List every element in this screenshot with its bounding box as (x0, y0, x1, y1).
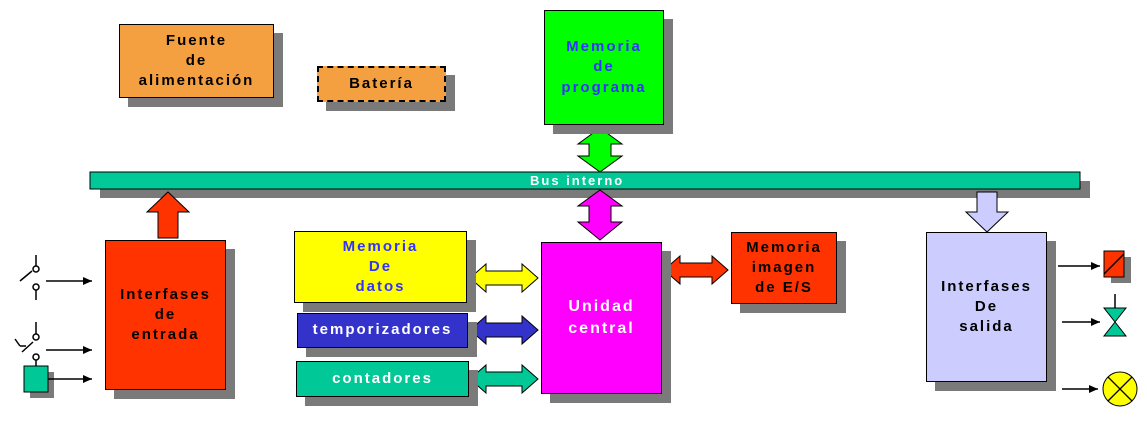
unidad-central-label: Unidad central (568, 298, 635, 337)
fuente-alimentacion-label: Fuente de alimentación (138, 31, 255, 90)
memoria-programa-label: Memoria de programa (561, 38, 647, 96)
valve-icon (1102, 294, 1128, 337)
lamp-icon (1102, 371, 1138, 407)
interfases-entrada: Interfases de entrada (105, 240, 226, 390)
temporizadores: temporizadores (297, 313, 468, 348)
memoria-imagen-es-label: Memoria imagen de E/S (746, 238, 822, 297)
memoria-datos: Memoria De datos (294, 231, 467, 303)
switch-icon (19, 255, 40, 300)
interfases-entrada-label: Interfases de entrada (120, 285, 211, 344)
bus-output-arrow (964, 191, 1010, 233)
interfases-salida: Interfases De salida (926, 232, 1047, 382)
memoria-datos-label: Memoria De datos (342, 237, 419, 296)
sensor-icon (23, 365, 49, 393)
bateria-label: Batería (349, 74, 414, 92)
bateria: Batería (317, 66, 446, 102)
io-image-arrow (663, 254, 729, 286)
relay-coil-icon (1103, 250, 1125, 278)
program-memory-bus-arrow (576, 127, 624, 173)
counters-arrow (469, 363, 539, 395)
interfases-salida-label: Interfases De salida (941, 277, 1032, 336)
memoria-imagen-es: Memoria imagen de E/S (731, 232, 837, 304)
contadores-label: contadores (332, 369, 433, 387)
bus-interno (89, 171, 1081, 190)
input-bus-arrow (145, 191, 191, 239)
contadores: contadores (296, 361, 469, 397)
cpu-bus-arrow (576, 189, 624, 241)
fuente-alimentacion: Fuente de alimentación (119, 24, 274, 98)
memoria-programa: Memoria de programa (544, 10, 664, 125)
unidad-central: Unidad central (541, 242, 662, 394)
timers-arrow (469, 314, 539, 346)
temporizadores-label: temporizadores (312, 321, 453, 339)
data-memory-arrow (469, 262, 539, 294)
pushbutton-switch-icon (14, 322, 40, 370)
bus-interno-label: Bus interno (530, 173, 625, 188)
